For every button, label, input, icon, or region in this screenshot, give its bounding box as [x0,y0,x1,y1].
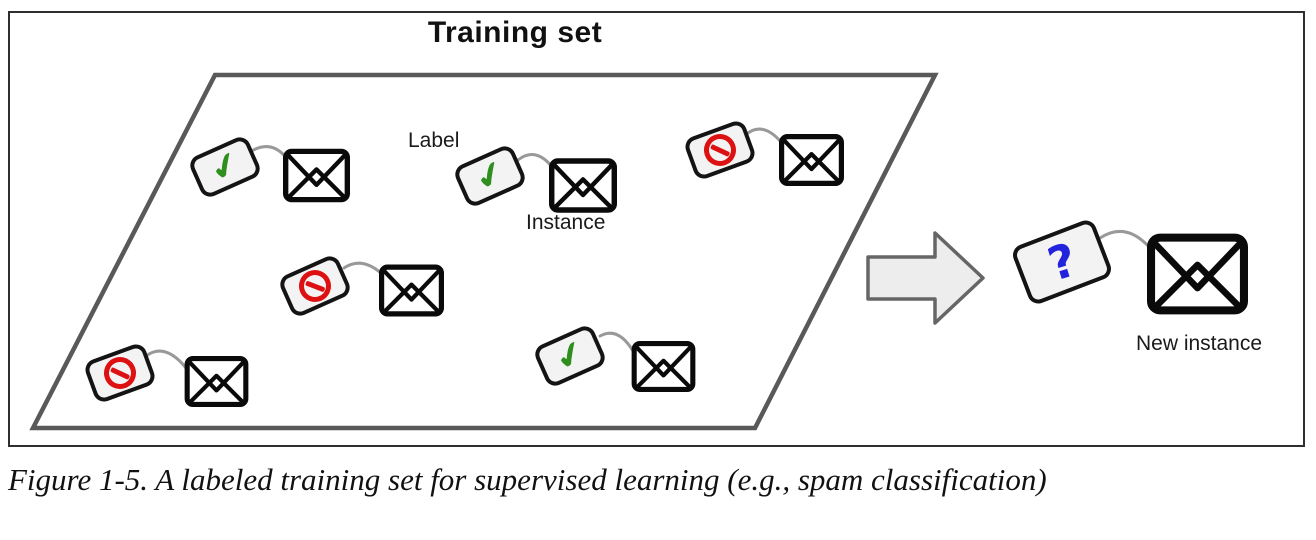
no-entry-bar [109,366,131,380]
envelope-icon [630,341,697,392]
checkmark-icon: ✔ [467,151,513,201]
no-entry-icon [99,352,141,394]
envelope-icon [283,148,350,203]
question-mark-icon: ? [1041,232,1083,292]
envelope-icon [183,356,250,407]
no-entry-icon [699,129,741,171]
checkmark-icon: ✔ [202,142,248,192]
envelope-icon [379,264,444,317]
label-annotation: Label [408,129,460,152]
no-entry-bar [304,280,326,292]
envelope-icon [549,158,617,213]
figure-caption: Figure 1-5. A labeled training set for s… [8,462,1047,497]
no-entry-icon [293,264,337,308]
training-set-title: Training set [427,16,603,49]
new-instance-envelope-icon [1147,232,1248,316]
checkmark-icon: ✔ [547,331,593,381]
instance-annotation: Instance [526,211,606,234]
envelope-icon [778,134,845,186]
new-instance-annotation: New instance [1135,332,1263,355]
no-entry-bar [709,143,731,157]
